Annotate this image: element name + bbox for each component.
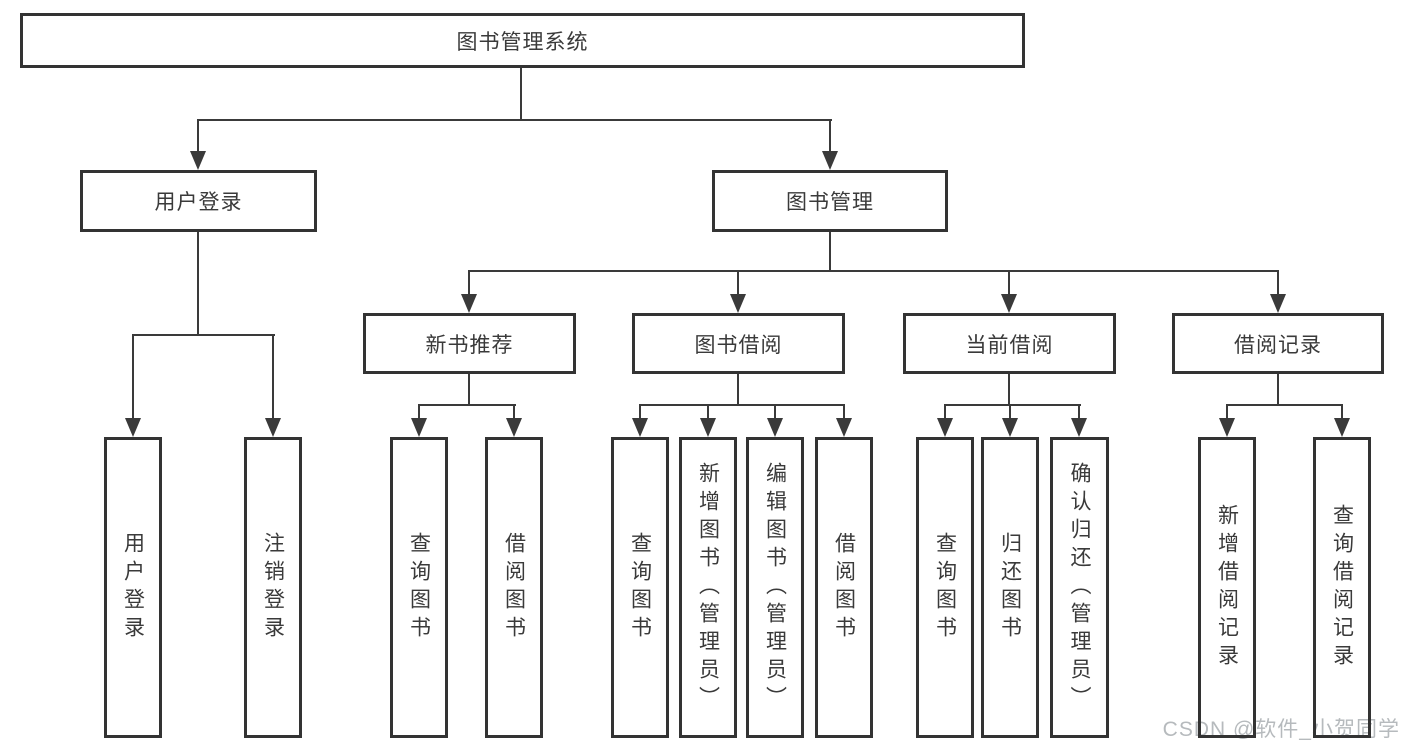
connector-line [197, 119, 832, 121]
arrow-down-icon [461, 294, 477, 313]
connector-line [737, 374, 739, 406]
arrow-down-icon [125, 418, 141, 437]
connector-line [132, 334, 134, 420]
arrow-down-icon [822, 151, 838, 170]
connector-line [1277, 374, 1279, 406]
arrow-down-icon [265, 418, 281, 437]
leaf-user-login: 用户登录 [104, 437, 162, 738]
connector-line [520, 68, 522, 120]
arrow-down-icon [1071, 418, 1087, 437]
connector-line [1226, 404, 1228, 420]
connector-line [418, 404, 420, 420]
node-new-book-recommend: 新书推荐 [363, 313, 576, 374]
leaf-recommend-borrow-books-label: 借阅图书 [502, 531, 526, 644]
node-book-management-branch: 图书管理 [712, 170, 948, 232]
leaf-logout-label: 注销登录 [261, 531, 285, 644]
connector-line [418, 404, 516, 406]
arrow-down-icon [730, 294, 746, 313]
connector-line [132, 334, 275, 336]
node-borrowing-records-label: 借阅记录 [1234, 333, 1322, 357]
connector-line [829, 232, 831, 272]
connector-line [468, 270, 1279, 272]
leaf-recommend-query-books: 查询图书 [390, 437, 448, 738]
arrow-down-icon [937, 418, 953, 437]
node-borrowing-records: 借阅记录 [1172, 313, 1384, 374]
leaf-add-books-admin-label: 新增图书（管理员） [696, 461, 720, 714]
leaf-query-borrow-record: 查询借阅记录 [1313, 437, 1371, 738]
connector-line [707, 404, 709, 420]
connector-line [468, 374, 470, 406]
node-root-label: 图书管理系统 [456, 30, 589, 54]
node-root: 图书管理系统 [20, 13, 1025, 68]
arrow-down-icon [836, 418, 852, 437]
leaf-current-query-books: 查询图书 [916, 437, 974, 738]
connector-line [468, 270, 470, 296]
arrow-down-icon [190, 151, 206, 170]
arrow-down-icon [1001, 294, 1017, 313]
node-current-borrowing: 当前借阅 [903, 313, 1116, 374]
connector-line [639, 404, 845, 406]
node-current-borrowing-label: 当前借阅 [965, 333, 1054, 357]
connector-line [1008, 270, 1010, 296]
arrow-down-icon [767, 418, 783, 437]
arrow-down-icon [411, 418, 427, 437]
connector-line [1341, 404, 1343, 420]
leaf-borrow-books: 借阅图书 [815, 437, 873, 738]
csdn-watermark: CSDN @软件_小贺同学 [1162, 718, 1400, 741]
leaf-confirm-return-admin-label: 确认归还（管理员） [1068, 461, 1091, 714]
connector-line [272, 334, 274, 420]
connector-line [774, 404, 776, 420]
node-book-borrowing-label: 图书借阅 [694, 333, 783, 357]
node-book-management-branch-label: 图书管理 [786, 191, 874, 214]
leaf-borrowing-query-books-label: 查询图书 [628, 531, 652, 644]
arrow-down-icon [506, 418, 522, 437]
leaf-user-login-label: 用户登录 [121, 531, 145, 644]
node-new-book-recommend-label: 新书推荐 [425, 333, 514, 357]
arrow-down-icon [1270, 294, 1286, 313]
arrow-down-icon [632, 418, 648, 437]
connector-line [944, 404, 1081, 406]
arrow-down-icon [1002, 418, 1018, 437]
leaf-edit-books-admin-label: 编辑图书（管理员） [763, 461, 787, 714]
leaf-recommend-borrow-books: 借阅图书 [485, 437, 543, 738]
arrow-down-icon [700, 418, 716, 437]
connector-line [944, 404, 946, 420]
connector-line [197, 119, 199, 153]
leaf-current-query-books-label: 查询图书 [933, 531, 957, 644]
leaf-return-books-label: 归还图书 [998, 531, 1022, 644]
node-book-borrowing: 图书借阅 [632, 313, 845, 374]
connector-line [737, 270, 739, 296]
connector-line [197, 232, 199, 336]
node-user-login-branch-label: 用户登录 [154, 191, 243, 214]
leaf-return-books: 归还图书 [981, 437, 1039, 738]
connector-line [1277, 270, 1279, 296]
leaf-query-borrow-record-label: 查询借阅记录 [1330, 503, 1354, 672]
connector-line [843, 404, 845, 420]
leaf-borrowing-query-books: 查询图书 [611, 437, 669, 738]
connector-line [639, 404, 641, 420]
connector-line [829, 119, 831, 153]
leaf-logout: 注销登录 [244, 437, 302, 738]
leaf-confirm-return-admin: 确认归还（管理员） [1050, 437, 1109, 738]
connector-line [1226, 404, 1343, 406]
connector-line [1009, 404, 1011, 420]
leaf-borrow-books-label: 借阅图书 [832, 531, 856, 644]
connector-line [513, 404, 515, 420]
arrow-down-icon [1334, 418, 1350, 437]
leaf-add-books-admin: 新增图书（管理员） [679, 437, 737, 738]
leaf-edit-books-admin: 编辑图书（管理员） [746, 437, 804, 738]
connector-line [1008, 374, 1010, 406]
leaf-add-borrow-record-label: 新增借阅记录 [1215, 503, 1239, 672]
node-user-login-branch: 用户登录 [80, 170, 317, 232]
leaf-recommend-query-books-label: 查询图书 [407, 531, 431, 644]
arrow-down-icon [1219, 418, 1235, 437]
leaf-add-borrow-record: 新增借阅记录 [1198, 437, 1256, 738]
connector-line [1078, 404, 1080, 420]
